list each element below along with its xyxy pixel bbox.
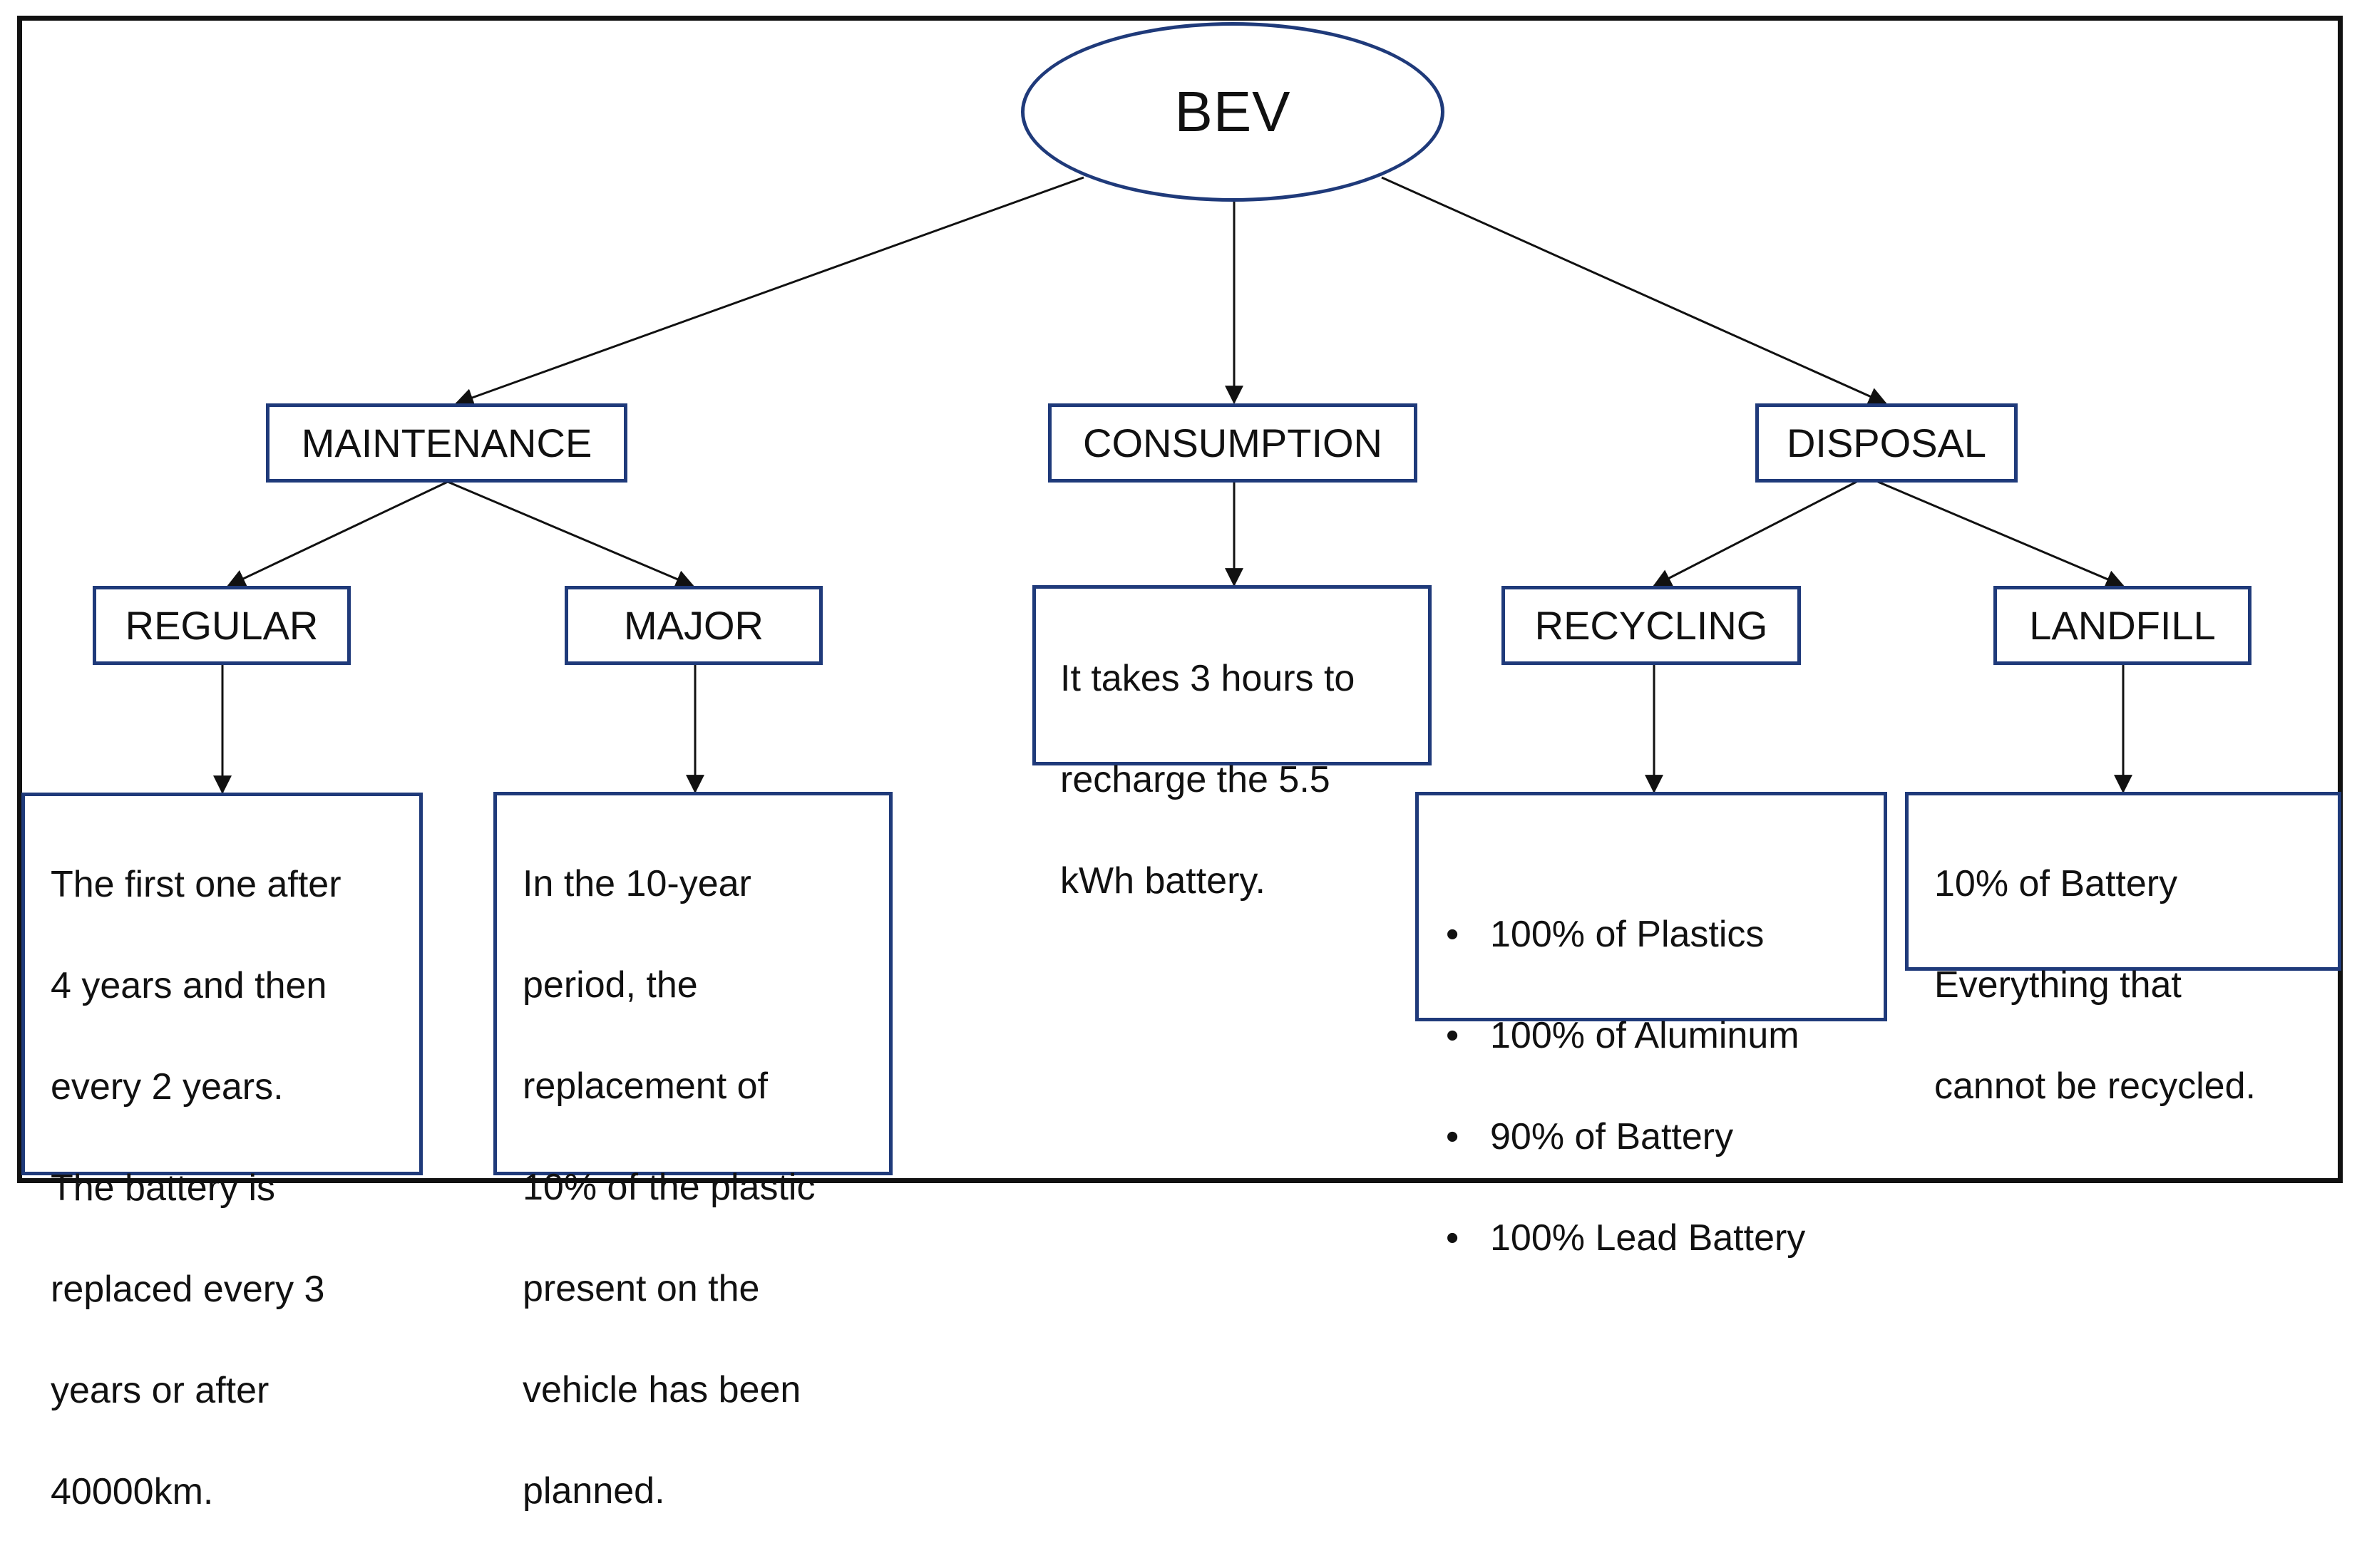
- regular-detail-line: every 2 years.: [51, 1066, 284, 1108]
- consumption-label: CONSUMPTION: [1083, 421, 1382, 465]
- regular-detail-line: replaced every 3: [51, 1269, 325, 1310]
- regular-label: REGULAR: [125, 603, 319, 648]
- major-detail-box: In the 10-year period, the replacement o…: [493, 792, 893, 1512]
- maintenance-label: MAINTENANCE: [301, 421, 592, 465]
- major-detail-line: planned.: [523, 1470, 665, 1512]
- edge-disposal-recycling: [1653, 480, 1857, 587]
- major-detail-line: 10% of the plastic: [523, 1167, 816, 1208]
- recycling-detail-box: 100% of Plastics 100% of Aluminum 90% of…: [1415, 792, 1887, 1264]
- landfill-detail-box: 10% of Battery Everything that cannot be…: [1905, 792, 2341, 1107]
- landfill-detail-line: 10% of Battery: [1934, 863, 2178, 904]
- major-detail-line: period, the: [523, 964, 698, 1006]
- landfill-detail-line: cannot be recycled.: [1934, 1066, 2256, 1107]
- major-detail-line: vehicle has been: [523, 1369, 801, 1410]
- disposal-node: DISPOSAL: [1755, 403, 2018, 483]
- regular-detail-line: 4 years and then: [51, 965, 327, 1006]
- diagram-frame: [17, 16, 2343, 1183]
- diagram-canvas: BEV MAINTENANCE CONSUMPTION DISPOSAL REG…: [0, 0, 2362, 1209]
- major-node: MAJOR: [565, 586, 823, 665]
- consumption-detail-line: It takes 3 hours to: [1060, 658, 1355, 699]
- consumption-node: CONSUMPTION: [1048, 403, 1417, 483]
- regular-detail-line: 40000km.: [51, 1471, 214, 1512]
- regular-detail-box: The first one after 4 years and then eve…: [21, 793, 423, 1512]
- recycling-list: 100% of Plastics 100% of Aluminum 90% of…: [1446, 859, 1865, 1314]
- landfill-node: LANDFILL: [1993, 586, 2251, 665]
- recycling-node: RECYCLING: [1501, 586, 1801, 665]
- major-detail-line: In the 10-year: [523, 863, 751, 904]
- edge-maintenance-regular: [227, 480, 448, 587]
- edge-disposal-landfill: [1877, 480, 2125, 588]
- regular-detail-line: The battery is: [51, 1167, 276, 1209]
- regular-detail-line: years or after: [51, 1370, 269, 1411]
- landfill-label: LANDFILL: [2029, 603, 2216, 648]
- major-label: MAJOR: [624, 603, 764, 648]
- regular-node: REGULAR: [93, 586, 351, 665]
- bev-root-node: BEV: [1021, 22, 1444, 202]
- recycling-list-item: 100% Lead Battery: [1446, 1213, 1865, 1264]
- regular-detail-line: The first one after: [51, 864, 342, 905]
- disposal-label: DISPOSAL: [1786, 421, 1987, 465]
- recycling-list-item: 100% of Aluminum: [1446, 1011, 1865, 1061]
- recycling-list-item: 100% of Plastics: [1446, 909, 1865, 960]
- major-detail-line: present on the: [523, 1268, 760, 1309]
- consumption-detail-box: It takes 3 hours to recharge the 5.5 kWh…: [1032, 585, 1432, 902]
- recycling-label: RECYCLING: [1534, 603, 1768, 648]
- recycling-list-item: 90% of Battery: [1446, 1112, 1865, 1162]
- edge-maintenance-major: [447, 480, 694, 588]
- edge-bev-disposal: [1381, 176, 1887, 406]
- major-detail-line: replacement of: [523, 1066, 768, 1107]
- consumption-detail-line: recharge the 5.5: [1060, 759, 1330, 800]
- edge-bev-maintenance: [454, 176, 1084, 407]
- connector-layer: [213, 176, 2132, 795]
- landfill-detail-line: Everything that: [1934, 964, 2182, 1006]
- maintenance-node: MAINTENANCE: [266, 403, 627, 483]
- consumption-detail-line: kWh battery.: [1060, 860, 1266, 902]
- bev-root-label: BEV: [1174, 80, 1291, 143]
